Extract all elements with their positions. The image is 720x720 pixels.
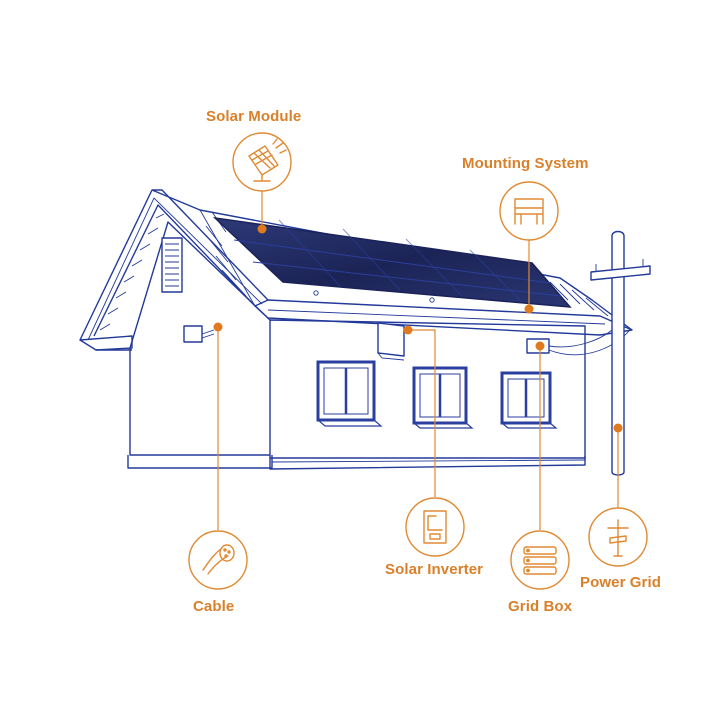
label-solar-inverter: Solar Inverter [385,561,484,578]
leader-lines [217,188,619,530]
mounting-rack-icon [514,198,544,225]
solar-module-dot [257,224,267,234]
gable-barge-outer [79,189,269,341]
icon-power-grid [588,507,648,567]
icon-mounting-system [499,181,559,241]
inverter-unit [377,322,405,357]
icon-grid-box [510,530,570,590]
cable-dot [213,322,223,332]
solar-array [212,216,572,308]
cable-junction-box [183,325,203,343]
gable-barge-inner [93,204,256,337]
cable-end-icon [202,544,235,575]
window-3 [500,371,558,429]
label-cable: Cable [193,598,235,615]
grid-box-dot [535,341,545,351]
solar-panel [212,216,572,308]
label-mounting-system: Mounting System [462,155,589,172]
icon-cable [188,530,248,590]
icon-solar-module [232,132,292,192]
power-grid-dot [613,423,623,433]
house-base [127,455,586,470]
label-grid-box: Grid Box [508,598,573,615]
windows [316,360,558,429]
stacked-boxes-icon [523,546,557,575]
power-pole-icon [607,519,629,557]
roof-eave [254,299,633,336]
window-2 [412,366,474,429]
inverter-icon [423,510,447,544]
label-power-grid: Power Grid [580,574,662,591]
solar-inverter-dot [403,325,413,335]
solar-panel-icon [248,138,287,182]
power-pole [590,230,651,476]
roof-ridge [151,189,633,331]
gable-vent [161,237,183,293]
window-1 [316,360,383,427]
connection-dots [213,224,623,433]
mounting-system-dot [524,304,534,314]
label-solar-module: Solar Module [206,108,302,125]
icon-solar-inverter [405,497,465,557]
